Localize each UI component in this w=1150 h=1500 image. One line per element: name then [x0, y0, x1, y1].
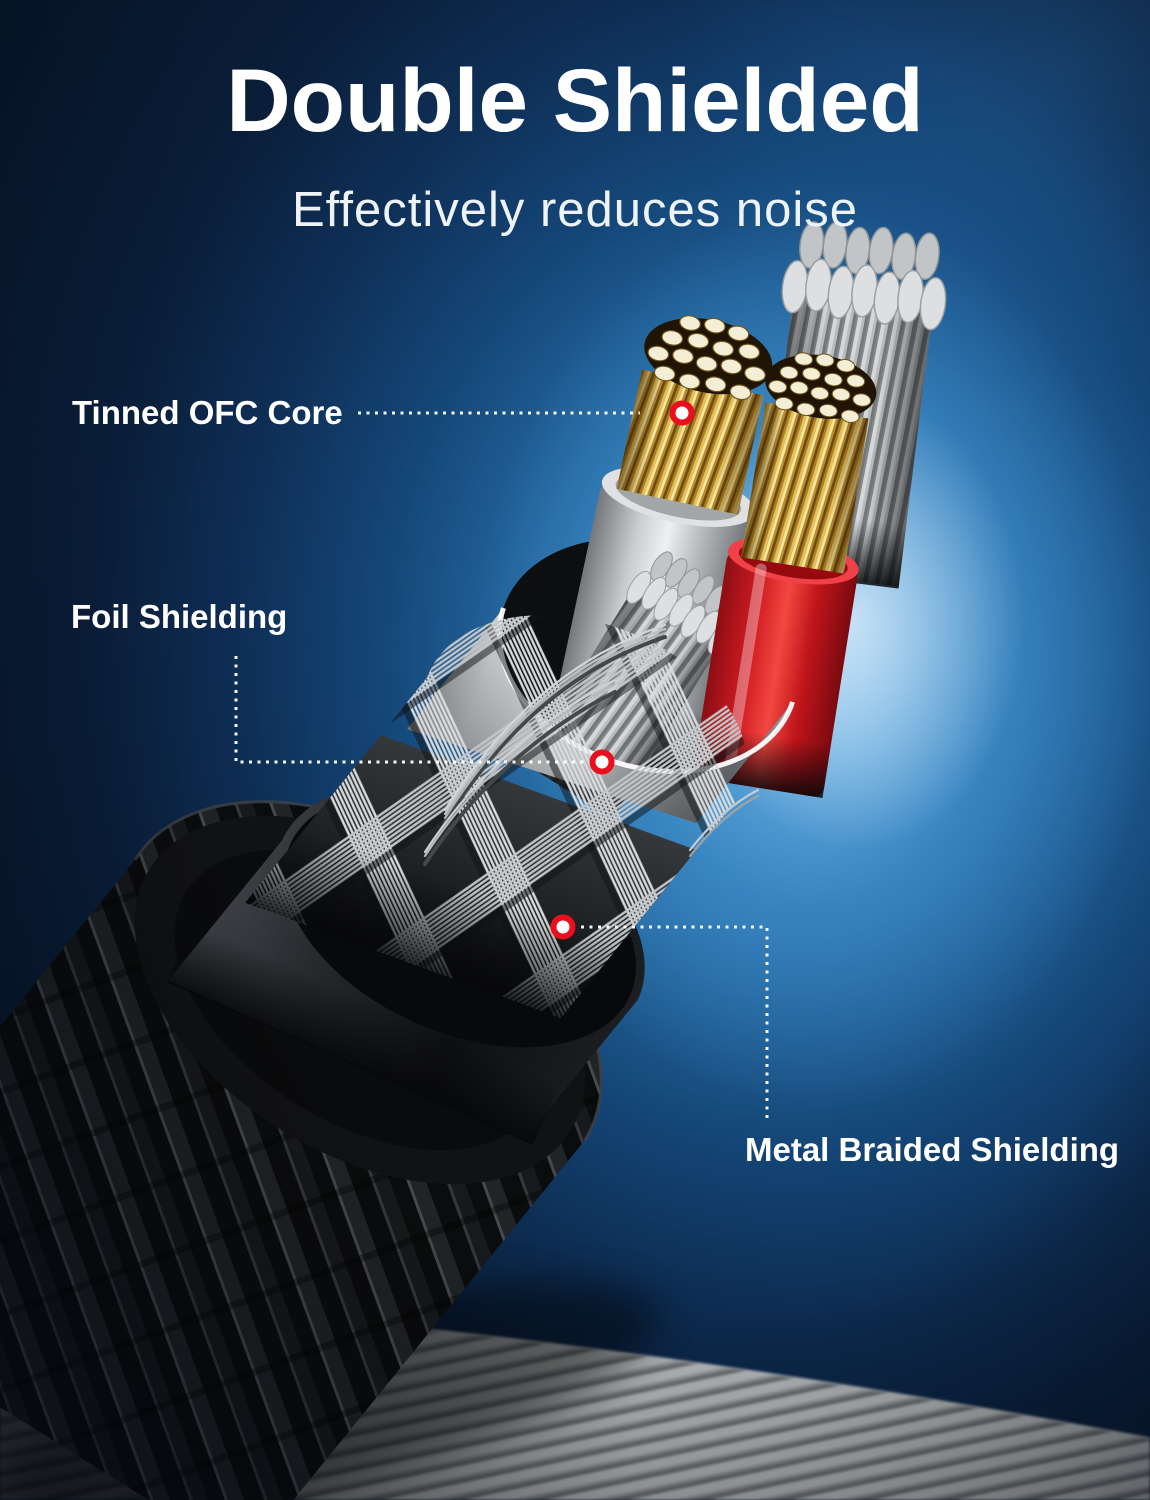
- leader-line-foil-shielding: [234, 656, 586, 764]
- marker-dot-tinned-ofc-core: [669, 400, 695, 426]
- marker-dot-metal-braided-shielding: [550, 914, 576, 940]
- callout-label-foil-shielding: Foil Shielding: [71, 598, 288, 635]
- callout-label-metal-braided-shielding: Metal Braided Shielding: [745, 1131, 1120, 1168]
- leader-line-metal-braided-shielding: [581, 925, 769, 1120]
- marker-dot-foil-shielding: [589, 749, 615, 775]
- callout-markers: [550, 400, 695, 940]
- page-title: Double Shielded: [226, 50, 924, 150]
- page-subtitle: Effectively reduces noise: [291, 183, 859, 237]
- callout-connectors: [234, 411, 769, 1120]
- callout-label-tinned-ofc-core: Tinned OFC Core: [72, 394, 343, 431]
